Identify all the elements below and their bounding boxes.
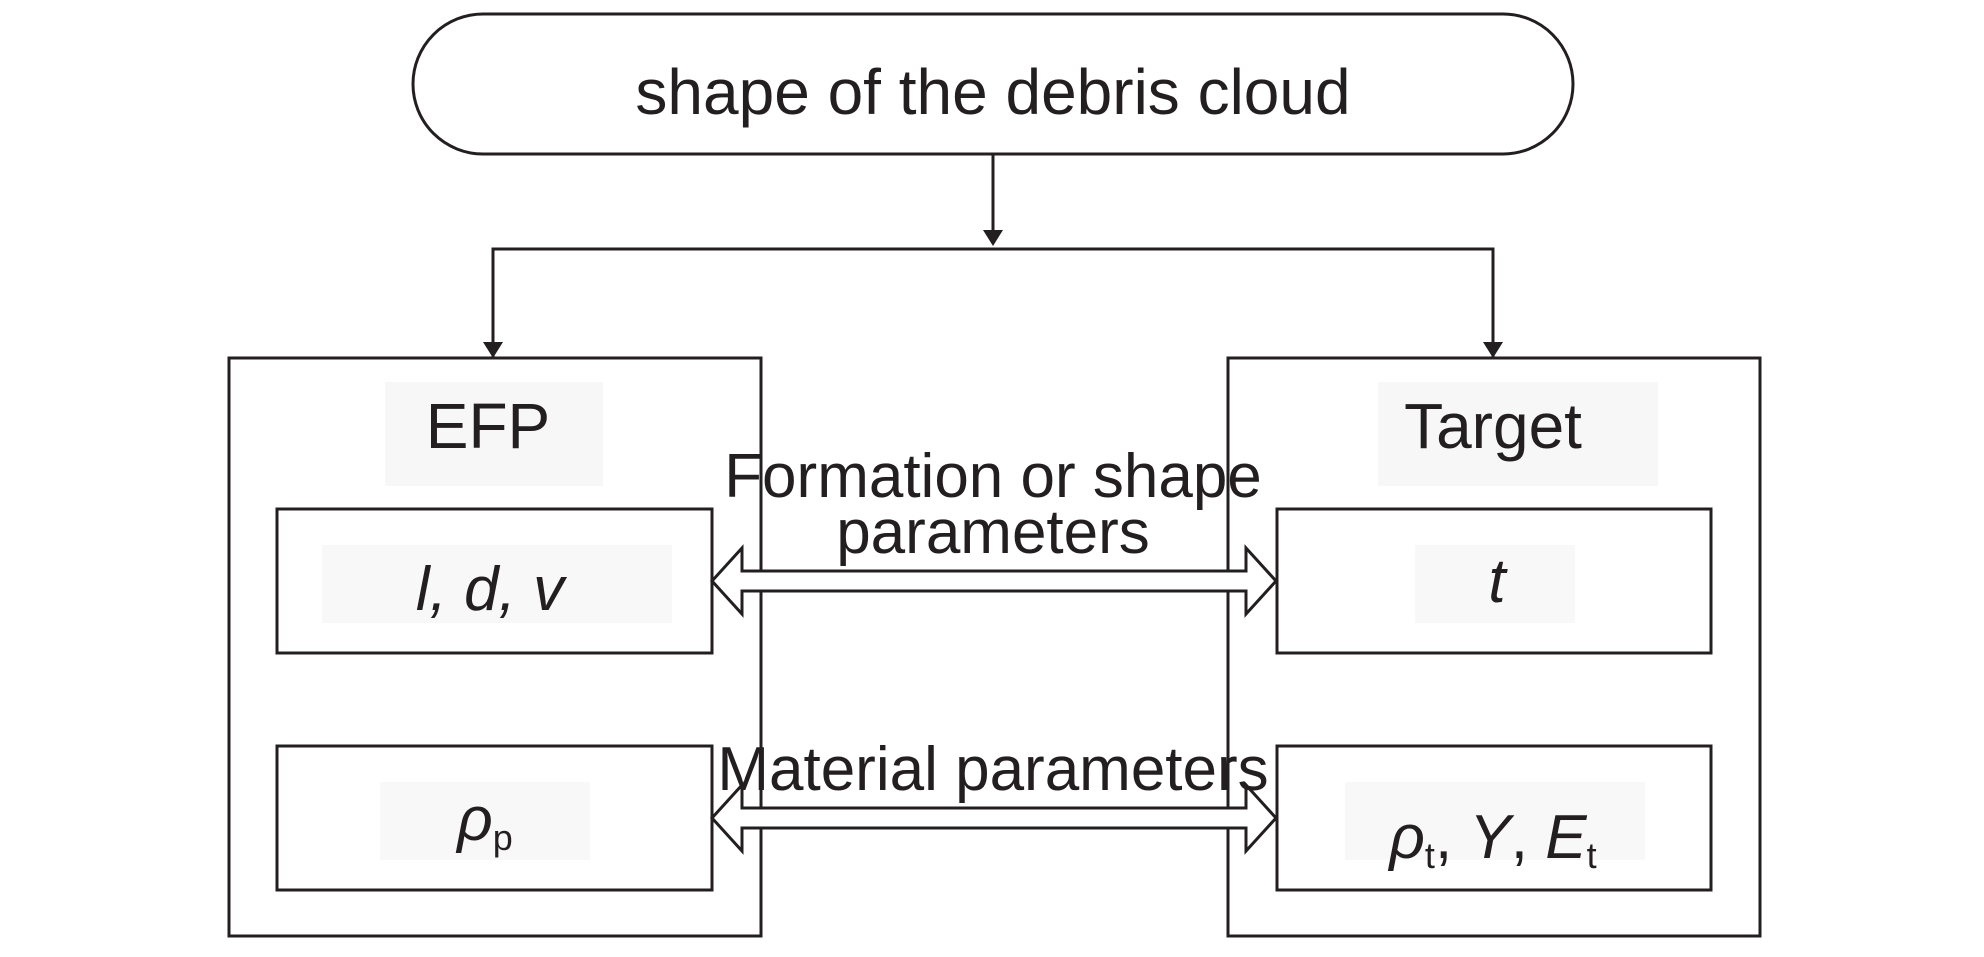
efp-material-bg: [380, 782, 590, 860]
target-material-params: ρt, Y, Et: [1387, 803, 1596, 876]
efp-arrowhead: [483, 342, 503, 358]
efp-title-bg: [385, 382, 603, 486]
target-rho-subscript: t: [1425, 835, 1435, 876]
target-geometry-bg: [1415, 545, 1575, 623]
target-title-bg: [1378, 382, 1658, 486]
target-sep1: ,: [1435, 803, 1469, 872]
formation-label-line2: parameters: [836, 498, 1150, 567]
root-connectors: [483, 154, 1503, 388]
efp-geometry-params: l, d, v: [416, 555, 567, 624]
target-sep2: ,: [1511, 803, 1545, 872]
efp-material-params: ρp: [455, 785, 513, 858]
target-geometry-params: t: [1488, 547, 1508, 616]
target-rho-symbol: ρ: [1387, 803, 1425, 872]
root-down-arrowhead: [983, 230, 1003, 246]
formation-double-arrow: [709, 544, 1279, 618]
target-e-subscript: t: [1587, 835, 1597, 876]
efp-title: EFP: [426, 390, 550, 462]
root-label: shape of the debris cloud: [635, 56, 1350, 128]
target-e-symbol: E: [1545, 803, 1587, 872]
material-label: Material parameters: [717, 735, 1268, 804]
branch-line: [491, 247, 1495, 388]
target-material-bg: [1345, 782, 1645, 860]
material-double-arrow: [709, 781, 1279, 855]
efp-rho-subscript: p: [493, 817, 513, 858]
target-y-symbol: Y: [1469, 803, 1515, 872]
target-title: Target: [1404, 390, 1582, 462]
formation-label-line1: Formation or shape: [724, 442, 1262, 511]
target-arrowhead: [1483, 342, 1503, 358]
efp-rho-symbol: ρ: [455, 785, 493, 854]
efp-geometry-bg: [322, 545, 672, 623]
